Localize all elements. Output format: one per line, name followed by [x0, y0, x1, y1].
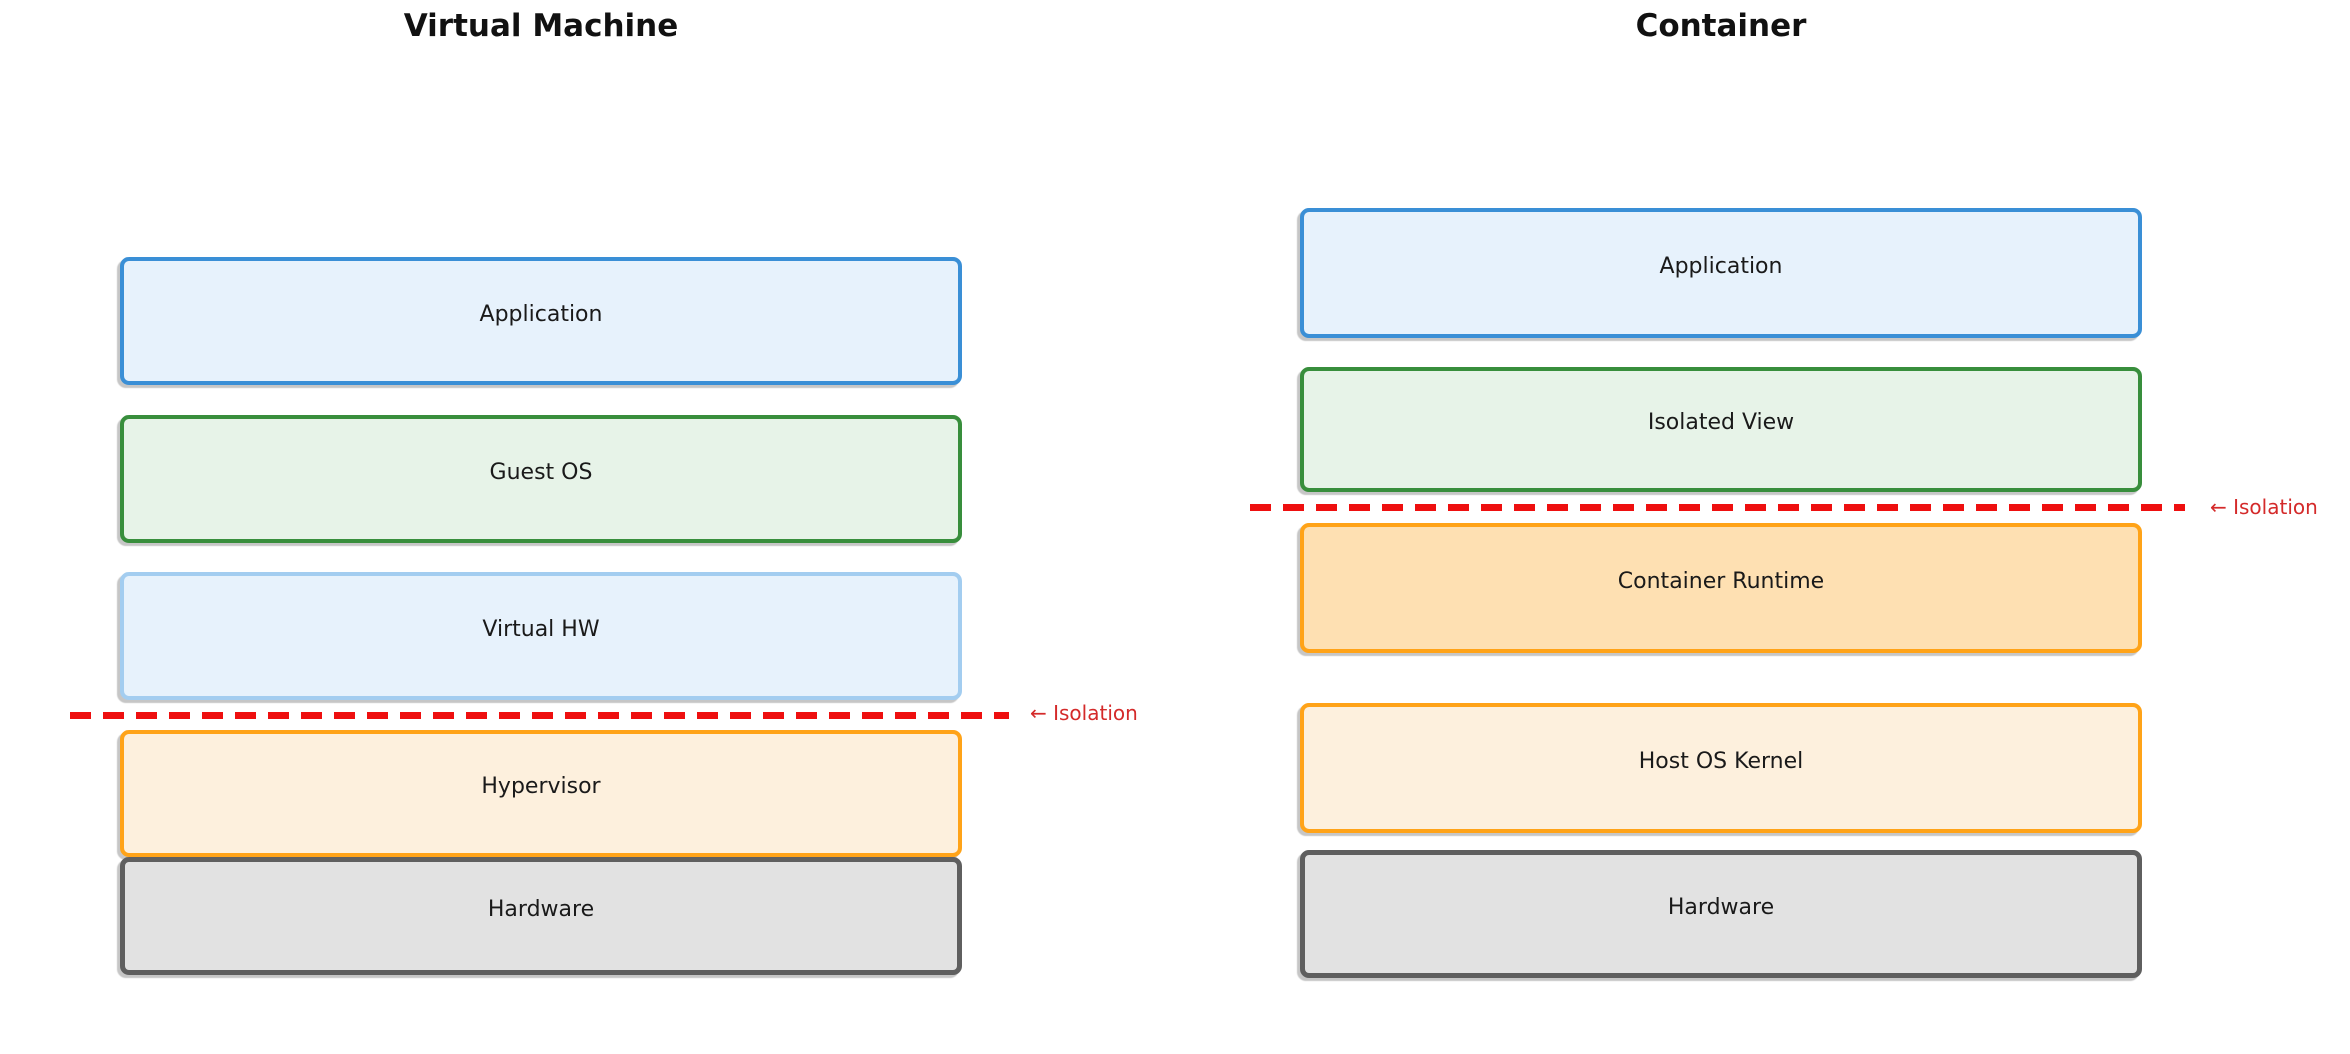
container-box-container-runtime-label: Container Runtime: [1617, 568, 1825, 594]
container-box-hardware-label: Hardware: [1667, 894, 1775, 920]
container-box-isolated-view-label: Isolated View: [1647, 410, 1795, 435]
container-box-application: Application: [1300, 208, 2142, 338]
vm-box-hypervisor: Hypervisor: [120, 730, 962, 857]
container-box-container-runtime: Container Runtime: [1300, 523, 2142, 653]
container-isolation-dashed-line: [1250, 504, 2185, 511]
vm-box-hypervisor-label: Hypervisor: [481, 774, 601, 799]
vm-isolation-label: ← Isolation: [1030, 701, 1138, 725]
vm-box-virtual-hw-label: Virtual HW: [482, 616, 600, 642]
vm-box-guest-os: Guest OS: [120, 415, 962, 543]
container-box-hardware: Hardware: [1300, 850, 2142, 978]
vm-isolation-dashed-line: [70, 712, 1009, 719]
container-box-host-os-kernel-label: Host OS Kernel: [1638, 748, 1804, 774]
container-box-application-label: Application: [1659, 253, 1783, 279]
right-column-title: Container: [1635, 8, 1807, 44]
container-box-isolated-view: Isolated View: [1300, 367, 2142, 492]
container-box-host-os-kernel: Host OS Kernel: [1300, 703, 2142, 833]
vm-box-hardware: Hardware: [120, 857, 962, 975]
container-isolation-label: ← Isolation: [2210, 495, 2318, 519]
left-column-title: Virtual Machine: [403, 8, 679, 44]
vm-box-hardware-label: Hardware: [487, 896, 595, 922]
vm-box-guest-os-label: Guest OS: [489, 459, 593, 485]
vm-box-virtual-hw: Virtual HW: [120, 572, 962, 700]
vm-box-application-label: Application: [479, 301, 603, 327]
vm-box-application: Application: [120, 257, 962, 385]
